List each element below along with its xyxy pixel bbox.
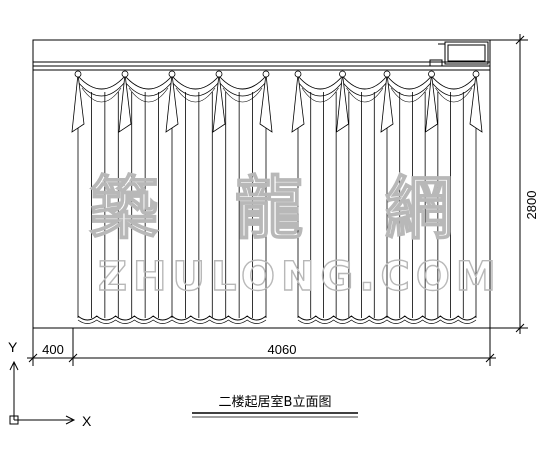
curtain-left-jabot [259, 73, 273, 133]
curtain-right-swag-fold [390, 87, 428, 103]
title-underline [192, 412, 358, 418]
curtain-left-swag-fold [81, 87, 122, 103]
curtain-right-swag [386, 75, 432, 90]
width-dimension-label: 4060 [268, 342, 297, 357]
curtain-left-swag-fold [222, 87, 263, 103]
watermark-char-3: 網 [385, 169, 453, 249]
curtain-right-swag-fold [386, 81, 432, 97]
curtain-left-jabot [212, 73, 226, 133]
curtain-left-swag-fold [175, 87, 216, 103]
curtain-right-swag [342, 75, 388, 90]
curtain-right-rosette [472, 70, 480, 78]
left-offset-dimension-label: 400 [42, 342, 64, 357]
curtain-left-rosette [74, 70, 82, 78]
height-dimension-label: 2800 [524, 191, 539, 220]
curtain-right-swag-fold [431, 81, 477, 97]
curtain-right-rosette [339, 70, 346, 78]
width-dimension [27, 328, 496, 366]
curtain-right-swag-fold [435, 87, 473, 103]
curtain-right-jabot [380, 73, 394, 133]
ucs-axis-icon [9, 360, 76, 425]
curtain-left-swag [218, 75, 267, 90]
curtain-right-jabot [336, 73, 349, 133]
curtain-left-swag-fold [77, 81, 126, 97]
x-axis-label: X [82, 413, 92, 429]
drawing-title: 二楼起居室B立面图 [219, 394, 332, 410]
watermark-char-1: 築 [90, 169, 159, 249]
curtain-right-hem [297, 315, 477, 321]
curtain-right-jabot [469, 73, 483, 133]
curtain-left-hem [77, 319, 267, 324]
curtain-left-rosette [262, 70, 270, 78]
air-conditioner-icon [429, 41, 489, 67]
curtain-left-rosette [215, 70, 223, 78]
curtain-left-swag [124, 75, 173, 90]
curtain-left-jabot [71, 73, 85, 133]
curtain-right-rosette [383, 70, 391, 78]
curtain-right-jabot [291, 73, 305, 133]
curtain-left-swag-fold [128, 87, 169, 103]
curtain-right [291, 70, 483, 324]
watermark-latin: ZHULONG.COM [98, 254, 502, 300]
watermark-char-2: 龍 [235, 169, 303, 249]
curtain-left-swag-fold [218, 81, 267, 97]
curtain-left-swag-fold [171, 81, 220, 97]
curtain-right-swag [431, 75, 477, 90]
watermark: 築 龍 網 ZHULONG.COM [89, 168, 502, 301]
curtain-right-swag-fold [346, 87, 384, 103]
curtain-right-hem [297, 319, 477, 324]
curtain-left [71, 70, 273, 324]
curtain-right-swag [297, 75, 343, 90]
wall-frame [32, 39, 491, 329]
curtain-right-rosette [428, 70, 435, 78]
curtain-right-swag-fold [342, 81, 388, 97]
curtain-left-swag-fold [124, 81, 173, 97]
curtain-right-swag-fold [301, 87, 339, 103]
curtain-left-jabot [165, 73, 179, 133]
curtain-left-jabot [118, 73, 132, 133]
curtain-left-hem [77, 315, 267, 321]
curtain-right-swag-fold [297, 81, 343, 97]
height-dimension [490, 34, 528, 334]
curtain-right-jabot [425, 73, 438, 133]
y-axis-label: Y [8, 339, 18, 355]
curtain-left-swag [77, 75, 126, 90]
curtain-right-rosette [294, 70, 302, 78]
curtain-left-rosette [168, 70, 176, 78]
curtain-left-rosette [121, 70, 129, 78]
curtain-left-swag [171, 75, 220, 90]
